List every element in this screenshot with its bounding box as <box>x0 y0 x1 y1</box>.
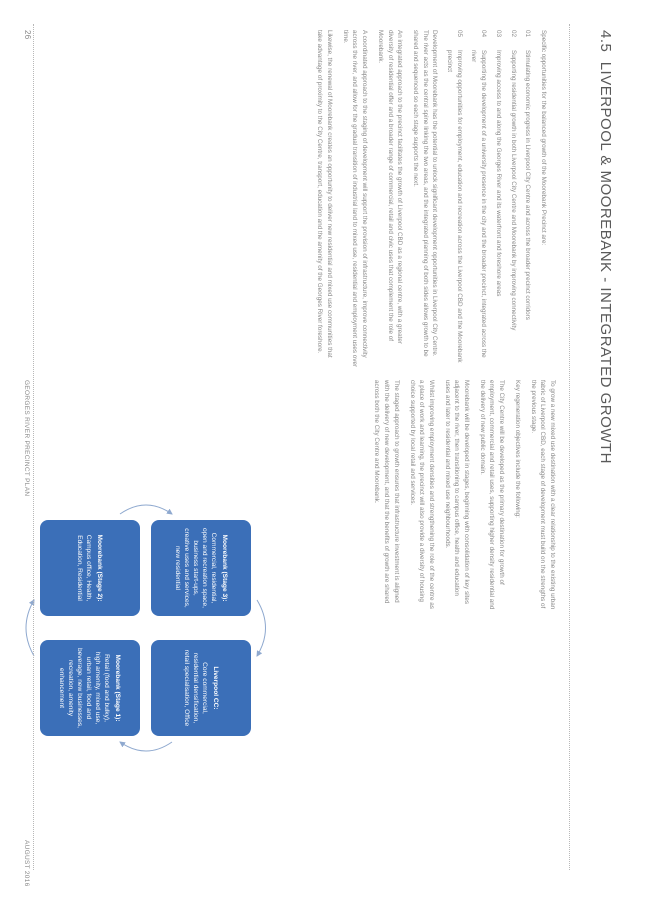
list-item-text: Stimulating economic progress in Liverpo… <box>524 50 532 320</box>
list-item-text: Improving opportunities for employment, … <box>446 50 463 363</box>
stage-box-title: Moorebank (Stage 2): <box>96 534 104 602</box>
body-paragraph: Development of Moorebank has the potenti… <box>411 30 439 357</box>
list-item-number: 01 <box>524 30 532 38</box>
body-paragraph: Whilst improving employment densities an… <box>408 380 435 609</box>
body-paragraph: The City Centre will be developed as the… <box>478 380 506 610</box>
body-paragraph: The staged approach to growth ensures th… <box>373 380 400 604</box>
stage-box-moorebank-stage-1: Moorebank (Stage 1): Retail (food and bu… <box>40 640 140 736</box>
stage-box-moorebank-stage-3: Moorebank (Stage 3): Commercial, residen… <box>151 520 251 616</box>
page-number: 26 <box>23 30 32 40</box>
list-item-text: Supporting the development of a universi… <box>470 50 488 358</box>
document-date: AUGUST 2016 <box>23 840 30 887</box>
footer-divider <box>33 24 34 870</box>
section-number: 4.5 <box>597 30 614 53</box>
list-item-number: 05 <box>455 30 463 38</box>
document-title: GEORGES RIVER PRECINCT PLAN <box>23 380 30 497</box>
stage-box-moorebank-stage-2: Moorebank (Stage 2): Campus office, Heal… <box>40 520 140 616</box>
stage-box-body: Campus office, Health, Education, Reside… <box>76 534 93 602</box>
section-heading: 4.5 LIVERPOOL & MOOREBANK - INTEGRATED G… <box>597 30 614 464</box>
stage-box-liverpool-cc: Liverpool CC: Core commercial, residenti… <box>151 640 251 736</box>
middle-text-column: To grow a new mixed use destination with… <box>366 380 557 610</box>
body-paragraph: To grow a new mixed use destination with… <box>529 380 556 610</box>
arrow-bl-to-tl <box>119 504 173 515</box>
list-item-text: Improving access to and along the George… <box>494 50 502 297</box>
stage-box-title: Moorebank (Stage 1): <box>114 654 122 722</box>
body-paragraph: Key regeneration objectives include the … <box>513 380 521 518</box>
section-title: LIVERPOOL & MOOREBANK - INTEGRATED GROWT… <box>597 61 614 464</box>
stage-box-body: Core commercial, residential densificati… <box>183 649 208 727</box>
list-item-number: 04 <box>480 30 488 38</box>
arrow-tl-to-tr <box>256 599 266 657</box>
body-paragraph: Moorebank will be developed in stages, b… <box>443 380 471 605</box>
stage-box-body: Commercial, residential, open and recrea… <box>174 528 217 608</box>
list-item-number: 03 <box>494 30 502 38</box>
body-paragraph: Likewise, the renewal of Moorebank creat… <box>316 30 334 358</box>
left-text-column: Specific opportunities for the balanced … <box>309 30 548 368</box>
arrow-tr-to-br <box>119 741 173 752</box>
list-item-number: 02 <box>509 30 517 38</box>
stage-box-title: Moorebank (Stage 3): <box>221 534 228 602</box>
body-paragraph: A coordinated approach to the staging of… <box>341 30 369 368</box>
body-paragraph: An integrated approach to the precinct f… <box>376 30 404 344</box>
intro-paragraph: Specific opportunities for the balanced … <box>540 30 547 246</box>
heading-divider <box>569 24 570 870</box>
list-item-text: Supporting residential growth in both Li… <box>509 50 517 331</box>
stage-box-title: Liverpool CC: <box>212 666 219 710</box>
stage-box-body: Retail (food and bulky), high amenity, m… <box>58 648 111 728</box>
